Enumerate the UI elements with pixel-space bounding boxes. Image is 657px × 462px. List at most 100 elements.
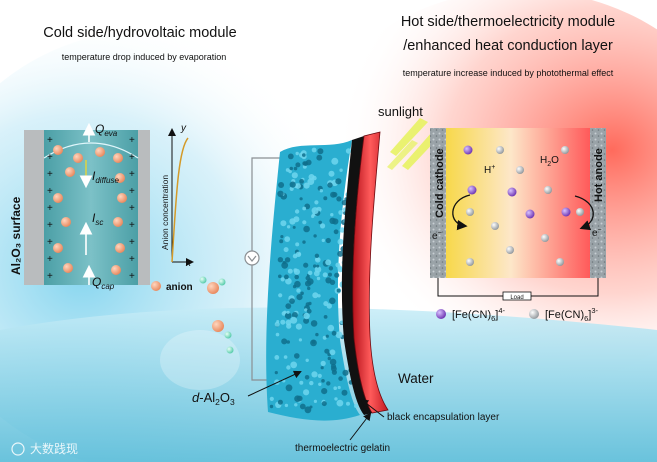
sheet-pore: [334, 229, 339, 234]
surface-charge-plus: +: [129, 237, 135, 248]
ferricyanide-label: [Fe(CN)6]3-: [545, 306, 599, 323]
plot-y-label: y: [180, 123, 187, 134]
sheet-pore: [317, 277, 320, 280]
sheet-pore: [295, 162, 300, 167]
sheet-pore: [294, 167, 298, 171]
anion-particle: [111, 265, 121, 275]
sunlight-label: sunlight: [378, 104, 423, 119]
sheet-pore: [286, 365, 290, 369]
hot-subtitle: temperature increase induced by photothe…: [403, 68, 614, 78]
sheet-pore: [293, 226, 296, 229]
sheet-pore: [306, 276, 311, 281]
sheet-pore: [342, 390, 348, 396]
ferricyanide-ion: [556, 258, 564, 266]
surface-charge-plus: +: [47, 203, 53, 214]
sheet-pore: [302, 240, 305, 243]
sheet-pore: [280, 320, 285, 325]
sheet-pore: [303, 313, 309, 319]
sheet-pore: [323, 272, 328, 277]
sheet-pore: [346, 402, 350, 406]
sheet-pore: [309, 174, 315, 180]
ferricyanide-ion: [466, 258, 474, 266]
sheet-pore: [329, 266, 333, 270]
sheet-pore: [322, 239, 325, 242]
sheet-pore: [338, 386, 341, 389]
ferricyanide-ion: [576, 208, 584, 216]
sheet-pore: [314, 200, 318, 204]
sheet-pore: [290, 362, 297, 369]
sheet-pore: [270, 397, 274, 401]
surface-charge-plus: +: [129, 186, 135, 197]
al2o3-label: d-Al2O3: [192, 390, 235, 407]
surface-charge-plus: +: [47, 237, 53, 248]
sheet-pore: [287, 311, 290, 314]
sheet-pore: [337, 251, 343, 257]
sheet-pore: [330, 192, 336, 198]
sheet-pore: [337, 266, 342, 271]
sheet-pore: [278, 275, 282, 279]
sheet-pore: [285, 257, 290, 262]
ferricyanide-ion: [561, 146, 569, 154]
sheet-pore: [325, 259, 331, 265]
sheet-pore: [306, 359, 309, 362]
sheet-pore: [315, 254, 319, 258]
sheet-pore: [286, 384, 293, 391]
watermark: 大数践现: [30, 441, 78, 456]
sheet-pore: [328, 273, 332, 277]
sheet-pore: [339, 169, 342, 172]
black-layer-label: black encapsulation layer: [387, 412, 500, 423]
sheet-pore: [288, 154, 294, 160]
surface-charge-plus: +: [47, 186, 53, 197]
sheet-pore: [284, 355, 288, 359]
sheet-pore: [299, 381, 303, 385]
sheet-pore: [317, 148, 323, 154]
sheet-pore: [314, 400, 317, 403]
anion-particle: [65, 167, 75, 177]
anion-legend-label: anion: [166, 282, 193, 293]
anion-particle: [113, 153, 123, 163]
sheet-pore: [275, 371, 278, 374]
surface-charge-plus: +: [47, 152, 53, 163]
sheet-pore: [294, 353, 300, 359]
sheet-pore: [281, 277, 285, 281]
sheet-pore: [321, 379, 325, 383]
sheet-pore: [299, 179, 304, 184]
ferricyanide-ion: [541, 234, 549, 242]
anion-particle: [115, 243, 125, 253]
anion-particle: [53, 145, 63, 155]
anion-particle: [95, 147, 105, 157]
sheet-pore: [327, 182, 332, 187]
surface-charge-plus: +: [47, 135, 53, 146]
sheet-pore: [296, 324, 302, 330]
sheet-pore: [270, 405, 273, 408]
load-label: Load: [510, 295, 523, 301]
sheet-pore: [334, 273, 339, 278]
sheet-pore: [296, 252, 301, 257]
sheet-pore: [320, 189, 323, 192]
sheet-pore: [292, 172, 298, 178]
hot-anode-label: Hot anode: [593, 148, 605, 202]
sheet-pore: [294, 275, 299, 280]
sheet-pore: [328, 325, 335, 332]
cold-module-panel: ++++++++++++++++++ Qeva Idiffuse Isc Qca…: [9, 122, 150, 291]
sheet-pore: [331, 158, 338, 165]
sheet-pore: [278, 293, 282, 297]
sheet-pore: [318, 383, 321, 386]
sheet-pore: [303, 389, 309, 395]
sheet-pore: [312, 148, 317, 153]
ferrocyanide-ion: [562, 208, 571, 217]
sheet-pore: [308, 302, 311, 305]
sheet-pore: [321, 361, 326, 366]
ferrocyanide-swatch: [436, 309, 446, 319]
sheet-pore: [330, 213, 333, 216]
sheet-pore: [330, 280, 335, 285]
sheet-pore: [326, 381, 330, 385]
sheet-pore: [320, 223, 325, 228]
cold-subtitle: temperature drop induced by evaporation: [62, 52, 227, 62]
sheet-pore: [302, 220, 306, 224]
sheet-pore: [276, 333, 280, 337]
ferricyanide-ion: [506, 246, 514, 254]
anion-legend-swatch: [151, 281, 161, 291]
